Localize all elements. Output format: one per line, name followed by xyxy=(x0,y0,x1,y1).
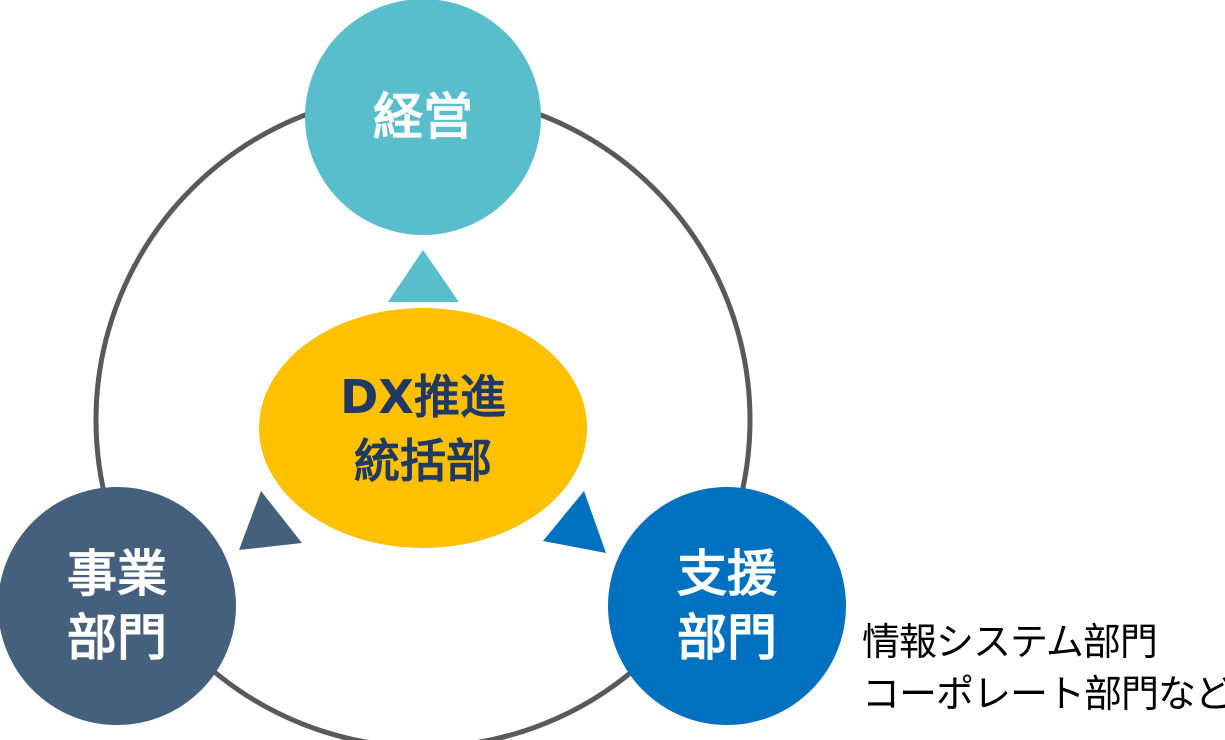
business-dept-label-line2: 部門 xyxy=(67,609,167,667)
support-dept-label-line2: 部門 xyxy=(677,609,777,667)
dx-promotion-node: DX推進 統括部 xyxy=(259,308,587,548)
support-dept-label-line1: 支援 xyxy=(677,545,778,603)
management-circle xyxy=(305,0,541,235)
business-dept-circle xyxy=(0,487,236,725)
support-dept-node: 支援 部門 xyxy=(608,487,846,725)
dx-promotion-label-line1: DX推進 xyxy=(340,370,506,424)
support-dept-note-line1: 情報システム部門 xyxy=(862,620,1158,664)
support-dept-circle xyxy=(608,487,846,725)
arrow-to-support-dept xyxy=(543,491,606,553)
business-dept-label-line1: 事業 xyxy=(67,545,167,603)
dx-promotion-ellipse xyxy=(259,308,587,548)
support-dept-note-line2: コーポレート部門など xyxy=(862,672,1225,716)
arrow-to-business-dept xyxy=(239,491,302,550)
arrow-to-management xyxy=(388,250,459,302)
support-dept-note: 情報システム部門 コーポレート部門など xyxy=(862,616,1225,720)
management-node: 経営 xyxy=(305,0,541,235)
management-label: 経営 xyxy=(373,88,473,146)
dx-promotion-label-line2: 統括部 xyxy=(354,434,492,488)
business-dept-node: 事業 部門 xyxy=(0,487,236,725)
